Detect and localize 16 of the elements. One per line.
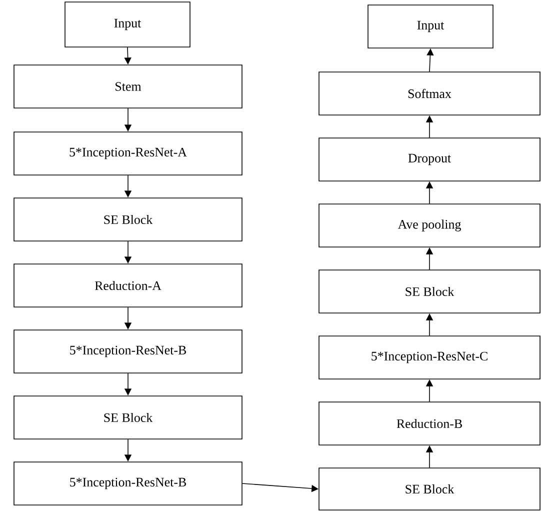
process-box: SE Block — [318, 270, 540, 314]
process-box: 5*Inception-ResNet-B — [14, 462, 242, 506]
process-box: SE Block — [14, 396, 242, 440]
process-box: Input — [368, 4, 494, 48]
process-box: 5*Inception-ResNet-B — [14, 330, 242, 374]
process-box: SE Block — [14, 198, 242, 242]
process-box: 5*Inception-ResNet-C — [318, 336, 540, 380]
process-box: 5*Inception-ResNet-A — [14, 132, 242, 176]
process-box: Reduction-A — [14, 264, 242, 308]
process-box: Input — [64, 2, 190, 48]
process-box: Dropout — [318, 138, 540, 182]
process-box: Stem — [14, 64, 242, 108]
process-box: Softmax — [318, 72, 540, 116]
process-box: SE Block — [318, 468, 540, 510]
process-box: Reduction-B — [318, 402, 540, 446]
process-box: Ave pooling — [318, 204, 540, 248]
